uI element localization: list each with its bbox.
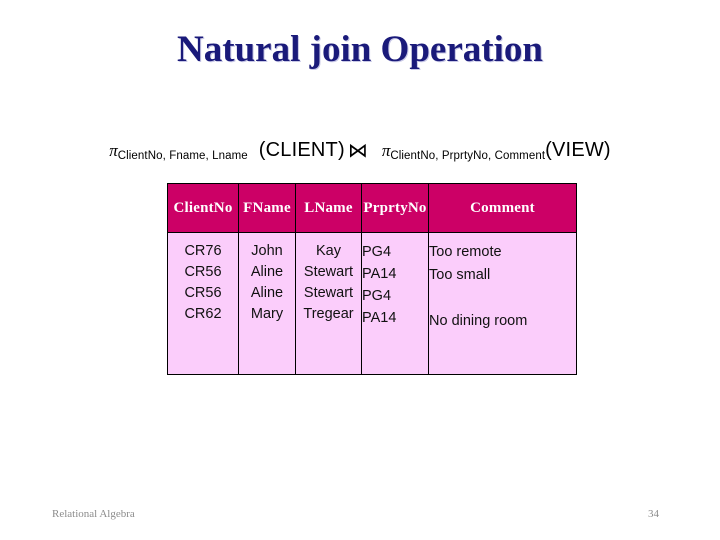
footer-subject-label: Relational Algebra [52,508,135,520]
table-header-row: ClientNo FName LName PrprtyNo Comment [167,183,577,233]
value-comment-1: Too remote [429,244,502,260]
value-comment-2: Too small [429,267,491,283]
column-header-lname: LName [295,183,362,233]
projection-attributes-left: ClientNo, Fname, Lname [117,150,248,162]
value-prprtyno-4: PA14 [362,310,397,326]
relation-name-client: (CLIENT) [258,139,345,161]
cell-fname: John Aline Aline Mary [238,232,296,375]
value-prprtyno-1: PG4 [362,244,392,260]
value-lname-1: Kay [316,243,341,259]
natural-join-icon: ⋈ [347,140,368,162]
value-fname-2: Aline [250,264,284,280]
column-header-prprtyno: PrprtyNo [361,183,429,233]
column-header-fname: FName [238,183,296,233]
value-fname-3: Aline [250,285,284,301]
relational-algebra-expression: πClientNo, Fname, Lname(CLIENT)⋈πClientN… [0,139,720,162]
value-fname-4: Mary [250,306,284,322]
value-prprtyno-3: PG4 [362,288,392,304]
value-lname-2: Stewart [303,264,354,280]
relation-name-view: (VIEW) [545,139,611,161]
slide-page-number: 34 [648,508,659,520]
value-clientno-4: CR62 [184,306,222,322]
projection-pi-symbol-left: π [109,141,118,160]
result-table: ClientNo FName LName PrprtyNo Comment CR… [167,183,577,375]
value-fname-1: John [251,243,283,259]
value-lname-4: Tregear [303,306,354,322]
page-title: Natural join Operation [177,29,543,70]
cell-comment: Too remote Too small No dining room [428,232,577,375]
table-row: CR76 CR56 CR56 CR62 John Aline Aline Mar… [167,232,577,375]
value-clientno-3: CR56 [184,285,222,301]
value-comment-3 [429,287,576,310]
cell-clientno: CR76 CR56 CR56 CR62 [167,232,239,375]
value-prprtyno-2: PA14 [362,266,397,282]
value-comment-4: No dining room [429,313,528,329]
value-lname-3: Stewart [303,285,354,301]
projection-attributes-right: ClientNo, PrprtyNo, Comment [390,150,546,162]
projection-pi-symbol-right: π [381,141,391,160]
value-clientno-2: CR56 [184,264,222,280]
cell-lname: Kay Stewart Stewart Tregear [295,232,362,375]
cell-prprtyno: PG4 PA14 PG4 PA14 [361,232,429,375]
column-header-comment: Comment [428,183,577,233]
value-clientno-1: CR76 [184,243,222,259]
column-header-clientno: ClientNo [167,183,239,233]
